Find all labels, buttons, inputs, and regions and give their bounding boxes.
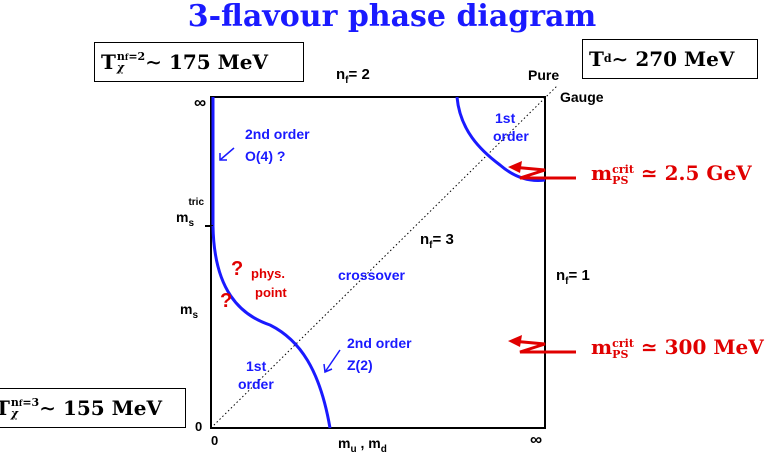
second-order-z2-label-line1: 2nd order [347,335,412,351]
diagonal-dotted-line [210,85,558,429]
diagram-title: 3-flavour phase diagram [187,0,597,34]
crossover-label: crossover [338,267,405,283]
nf3-label: nf= 3 [420,231,454,251]
first-order-boundary-curve [455,96,546,182]
infinity-top-label: ∞ [194,93,207,112]
physical-point-question-2: ? [220,290,233,312]
second-order-z2-label-line2: Z(2) [347,357,373,373]
physical-point-label-line2: point [255,285,287,300]
infinity-right-label: ∞ [530,430,543,449]
mps-lower-arrow [508,335,576,354]
diagram-frame [210,96,546,429]
nf2-label: nf= 2 [336,66,370,86]
physical-point-label-line1: phys. [251,266,285,281]
second-order-o4-label-line1: 2nd order [245,126,310,142]
z2-pointer-arrow [323,349,341,374]
o4-pointer-arrow [219,147,235,161]
first-order-bottom-label-line1: 1st [246,358,267,374]
nf1-label: nf= 1 [556,267,590,287]
gauge-label: Gauge [560,89,604,105]
zero-bottom-label: 0 [211,433,219,448]
first-order-bottom-label-line2: order [238,376,274,392]
zero-left-label: 0 [195,419,203,434]
first-order-top-label-line1: 1st [495,110,516,126]
pure-label: Pure [528,67,560,83]
second-order-o4-label-line2: O(4) ? [245,148,286,164]
crossover-boundary-curve [211,225,332,429]
ms-label: ms [180,301,199,321]
physical-point-question-1: ? [231,258,244,280]
first-order-top-label-line2: order [493,128,529,144]
mud-axis-label: mu , md [338,435,387,455]
mps-upper-arrow [508,161,576,180]
